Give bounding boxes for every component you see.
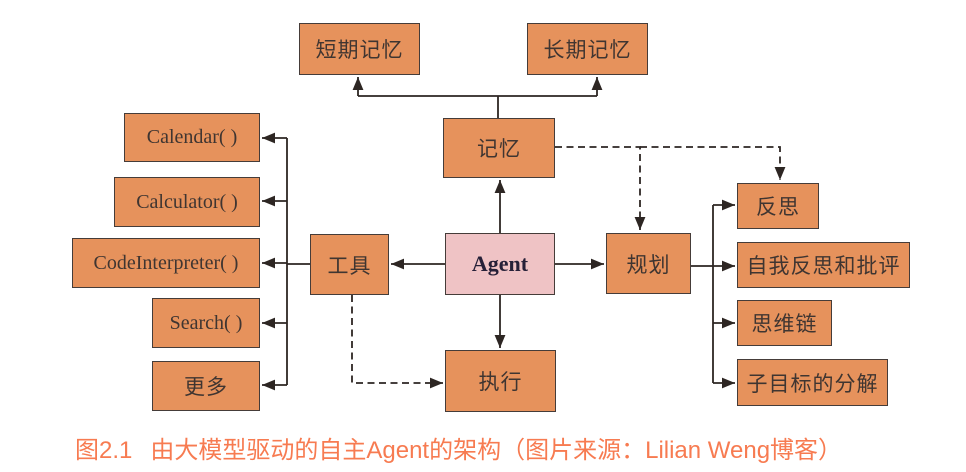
figure-caption: 图2.1 由大模型驱动的自主Agent的架构（图片来源：Lilian Weng博客…: [75, 430, 842, 465]
node-planning: 规划: [606, 233, 691, 294]
node-subgoal-decomposition: 子目标的分解: [737, 359, 888, 406]
node-code-interpreter-tool: CodeInterpreter( ): [72, 238, 260, 288]
figure-title: 由大模型驱动的自主Agent的架构（图片来源：Lilian Weng博客）: [150, 437, 843, 464]
node-agent: Agent: [445, 233, 555, 295]
node-calculator-tool: Calculator( ): [114, 177, 260, 227]
node-calendar-tool: Calendar( ): [124, 113, 260, 162]
node-long-term-memory: 长期记忆: [527, 23, 648, 75]
node-chain-of-thought: 思维链: [737, 300, 832, 346]
node-search-tool: Search( ): [152, 298, 260, 348]
figure-number: 图2.1: [75, 437, 133, 464]
node-more-tools: 更多: [152, 361, 260, 411]
node-reflection: 反思: [737, 183, 819, 229]
node-action: 执行: [445, 350, 556, 412]
node-short-term-memory: 短期记忆: [299, 23, 420, 75]
node-self-reflection-critique: 自我反思和批评: [737, 242, 910, 288]
node-tools: 工具: [310, 234, 389, 295]
node-memory: 记忆: [443, 118, 555, 178]
